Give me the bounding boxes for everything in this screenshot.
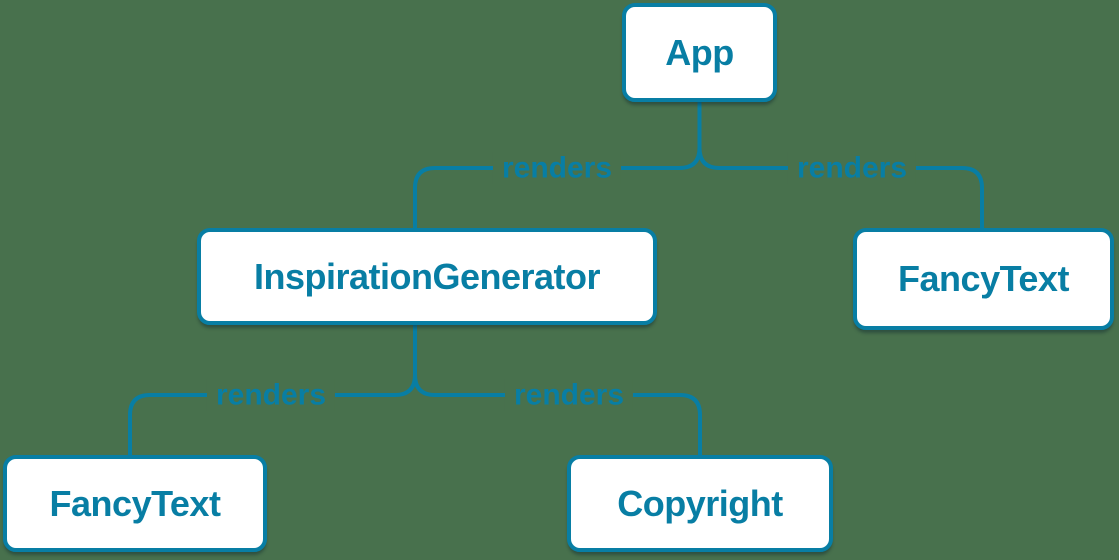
tree-node-label: App [665,31,734,73]
tree-node-inspirationgenerator: InspirationGenerator [197,228,657,325]
tree-node-fancytext-bottom: FancyText [3,455,267,552]
tree-node-label: FancyText [898,258,1069,299]
edge-label-renders-inspirationgenerator-fancytext: renders [206,378,336,412]
tree-node-label: InspirationGenerator [253,255,601,297]
edge-label-renders-inspirationgenerator-copyright: renders [504,378,634,412]
edge-label-renders-app-inspirationgenerator: renders [492,151,622,185]
tree-node-label: Copyright [617,482,783,524]
tree-node-fancytext-top: FancyText [853,228,1114,330]
tree-node-label: FancyText [49,482,221,524]
tree-node-app: App [622,3,777,102]
tree-node-copyright: Copyright [567,455,833,552]
edge-label-renders-app-fancytext: renders [787,151,917,185]
